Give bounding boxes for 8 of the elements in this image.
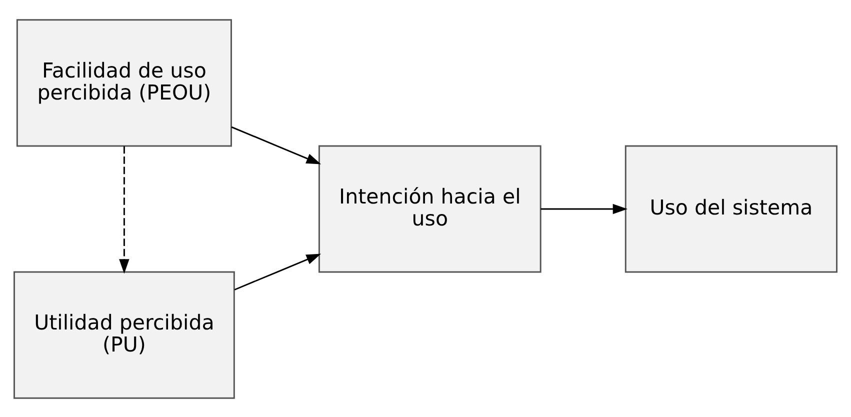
node-box: Facilidad de uso percibida (PEOU) xyxy=(16,18,232,146)
node-box: Uso del sistema xyxy=(624,144,838,272)
node-box: Intención hacia el uso xyxy=(318,144,542,272)
arrow xyxy=(119,146,130,274)
arrow xyxy=(540,203,628,214)
arrow xyxy=(234,253,322,290)
node-box: Utilidad percibida (PU) xyxy=(14,270,235,398)
arrow xyxy=(231,126,322,164)
